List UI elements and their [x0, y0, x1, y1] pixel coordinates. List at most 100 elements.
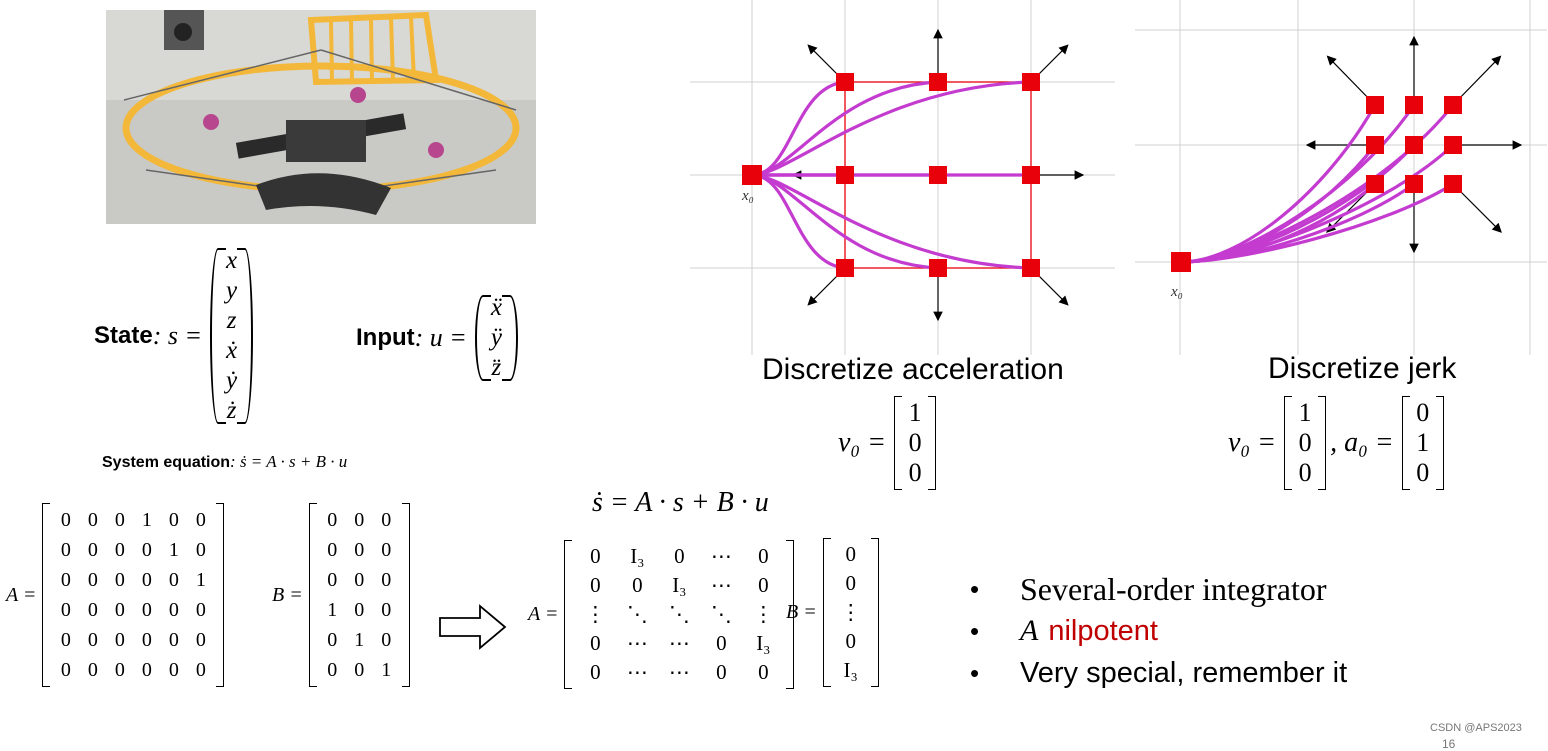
- trajectory-path: [1180, 182, 1454, 264]
- origin-label: x₀: [741, 188, 754, 204]
- vector-entry: 0: [1298, 458, 1312, 487]
- state-components: x y z ẋ ẏ ż: [210, 246, 254, 426]
- matrix-cell: 0: [87, 509, 98, 531]
- bullet-text: Several-order integrator: [1020, 570, 1327, 607]
- matrix-cell: 0: [141, 569, 152, 591]
- jerk-lattice-diagram: x₀: [1135, 0, 1547, 355]
- lattice-node: [836, 259, 854, 277]
- jerk-v0-label: v₀ =: [1228, 427, 1277, 458]
- matrix-cell: 0: [87, 599, 98, 621]
- matrix-cell: I₃: [756, 631, 771, 655]
- trajectory-path: [751, 173, 846, 270]
- state-y: y: [226, 277, 238, 304]
- acceleration-caption: Discretize acceleration: [762, 353, 1064, 386]
- state-expr: : s =: [152, 321, 203, 350]
- matrix-cell: 0: [168, 629, 179, 651]
- matrix-cell: 0: [632, 573, 643, 597]
- matrix-cell: 0: [114, 509, 125, 531]
- matrix-cell: 0: [60, 509, 71, 531]
- matrix-cell: ⋮: [584, 602, 606, 626]
- lattice-node: [1405, 136, 1423, 154]
- matrix-cell: 0: [327, 629, 338, 651]
- matrix-cell: 0: [327, 539, 338, 561]
- bullet-symbol: A: [1020, 614, 1039, 647]
- vector-entry: 1: [1416, 428, 1430, 457]
- trajectory-path: [751, 80, 846, 177]
- system-equation-expr: : ṡ = A · s + B · u: [230, 452, 348, 471]
- jerk-caption: Discretize jerk: [1268, 352, 1457, 385]
- matrix-cell: 0: [381, 599, 392, 621]
- bullet-item: • Several-order integrator: [970, 568, 1347, 610]
- matrix-cell: 0: [674, 544, 685, 568]
- matrix-cell: I₃: [843, 658, 858, 682]
- matrix-cell: 0: [381, 539, 392, 561]
- lattice-node: [1444, 136, 1462, 154]
- matrix-b-block-label: B =: [786, 601, 817, 623]
- matrix-cell: 0: [354, 539, 365, 561]
- lattice-node: [929, 73, 947, 91]
- lattice-node: [1444, 175, 1462, 193]
- lattice-node: [1022, 166, 1040, 184]
- matrix-cell: ⋯: [626, 660, 648, 684]
- matrix-b-full-label: B =: [272, 583, 303, 606]
- matrix-cell: 0: [87, 569, 98, 591]
- vector-entry: 0: [908, 458, 922, 487]
- matrix-cell: 0: [141, 539, 152, 561]
- matrix-cell: 0: [590, 573, 601, 597]
- vector-entry: 0: [908, 428, 922, 457]
- lattice-node: [1405, 175, 1423, 193]
- matrix-cell: 1: [141, 509, 152, 531]
- acceleration-lattice-diagram: x₀: [690, 0, 1115, 355]
- matrix-cell: 0: [845, 629, 856, 653]
- matrix-cell: 0: [590, 544, 601, 568]
- matrix-cell: 0: [845, 571, 856, 595]
- matrix-cell: 0: [60, 539, 71, 561]
- matrix-cell: 0: [195, 659, 206, 681]
- lattice-node: [1444, 96, 1462, 114]
- matrix-cell: I₃: [630, 544, 645, 568]
- matrix-cell: 0: [168, 659, 179, 681]
- input-components: ẍ ÿ z̈: [474, 293, 519, 383]
- matrix-cell: 0: [381, 629, 392, 651]
- matrix-cell: 0: [60, 659, 71, 681]
- input-expr: : u =: [414, 323, 467, 352]
- lattice-node: [1366, 175, 1384, 193]
- matrix-cell: 0: [327, 569, 338, 591]
- matrix-cell: ⋯: [710, 573, 732, 597]
- state-ydot: ẏ: [226, 367, 238, 394]
- lattice-node: [1366, 136, 1384, 154]
- matrix-cell: 1: [381, 659, 392, 681]
- matrix-cell: 1: [168, 539, 179, 561]
- state-z: z: [226, 307, 237, 334]
- matrix-a-full-label: A =: [6, 583, 37, 606]
- system-equation-label: System equation: [102, 454, 231, 471]
- matrix-cell: 0: [114, 659, 125, 681]
- matrix-cell: 0: [195, 509, 206, 531]
- lattice-node: [836, 73, 854, 91]
- bullet-item: • Very special, remember it: [970, 652, 1347, 694]
- matrix-cell: 0: [168, 569, 179, 591]
- bullet-text: Very special, remember it: [1020, 656, 1348, 689]
- matrix-cell: ⋮: [840, 600, 862, 624]
- matrix-cell: ⋯: [668, 660, 690, 684]
- state-xdot: ẋ: [226, 337, 238, 364]
- matrix-cell: 0: [195, 539, 206, 561]
- bullet-list: • Several-order integrator • A nilpotent…: [970, 568, 1347, 694]
- matrix-cell: 0: [354, 659, 365, 681]
- matrix-cell: 0: [60, 599, 71, 621]
- matrix-cell: 0: [87, 659, 98, 681]
- lattice-node: [1022, 259, 1040, 277]
- matrix-cell: 1: [327, 599, 338, 621]
- state-label: State: [94, 322, 153, 349]
- page-number: 16: [1442, 737, 1456, 751]
- acceleration-v0-label: v₀ =: [838, 427, 887, 458]
- trajectory-path: [751, 173, 1032, 270]
- watermark: CSDN @APS2023: [1430, 722, 1522, 734]
